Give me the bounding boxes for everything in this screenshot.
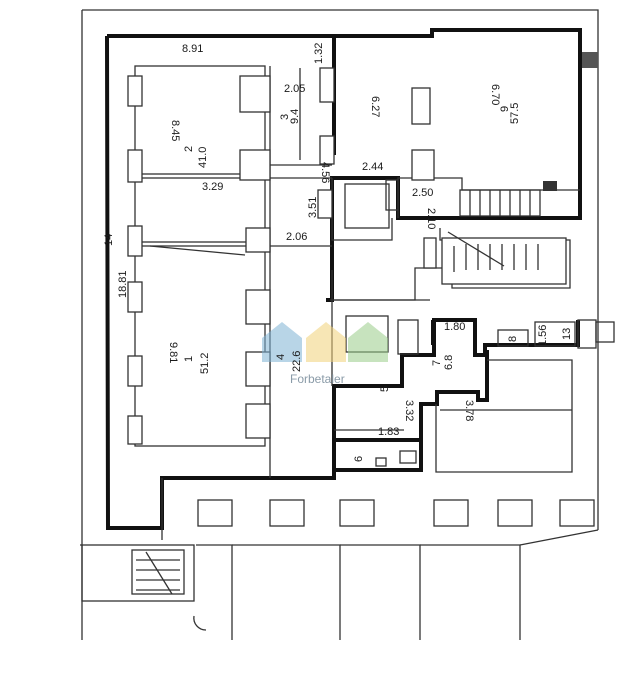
room-4-number: 4: [275, 354, 287, 360]
room-13-number: 13: [561, 328, 573, 340]
dim-2-10: 2.10: [425, 208, 437, 229]
sink-fixture: [399, 450, 417, 464]
room-1-number: 1: [183, 356, 195, 362]
dim-3-29: 3.29: [202, 181, 223, 193]
dim-18-81: 18.81: [117, 270, 129, 298]
stairs-lower-left: [81, 544, 207, 631]
room-9-area: 57.5: [509, 103, 521, 124]
hatched-block: [582, 52, 598, 68]
dim-9-81: 9.81: [167, 342, 179, 363]
dim-3-78: 3.78: [463, 400, 475, 421]
room-6-number: 6: [353, 456, 365, 462]
dim-14: 14: [103, 234, 115, 246]
dim-6-70: 6.70: [489, 84, 501, 105]
dim-2-05: 2.05: [284, 83, 305, 95]
dim-3-32: 3.32: [403, 400, 415, 421]
room-1-area: 51.2: [199, 353, 211, 374]
dim-8-45: 8.45: [169, 120, 181, 141]
room-labels: 2 41.0 3 9.4 9 57.5 1 51.2 4 22.6 7 6.8 …: [183, 103, 573, 462]
room-3-number: 3: [279, 114, 291, 120]
courtyard-outline: [196, 529, 599, 640]
room-9-number: 9: [499, 106, 511, 112]
dim-1-83: 1.83: [378, 426, 399, 438]
dimension-labels: 8.91 1.32 6.70 2.05 6.27 8.45 4.56 2.44 …: [103, 43, 549, 438]
room-5-number: 5: [379, 386, 391, 392]
dim-8-91: 8.91: [182, 43, 203, 55]
stairs-upper: [459, 181, 557, 217]
dim-4-56: 4.56: [319, 162, 331, 183]
dim-1-80: 1.80: [444, 321, 465, 333]
dim-2-50: 2.50: [412, 187, 433, 199]
toilet-fixture: [375, 457, 387, 467]
window-blocks: [127, 67, 595, 527]
dim-1-32: 1.32: [313, 43, 325, 64]
stairs-middle: [447, 231, 539, 272]
room-7-number: 7: [431, 360, 443, 366]
watermark-text: Forbetaler: [290, 372, 345, 386]
watermark-logo: [262, 322, 388, 362]
room-8-number: 8: [507, 336, 519, 342]
room-7-area: 6.8: [443, 355, 455, 370]
dim-6-27: 6.27: [369, 96, 381, 117]
room-3-area: 9.4: [289, 109, 301, 124]
room-2-area: 41.0: [197, 147, 209, 168]
dim-1-56: 1.56: [537, 325, 549, 346]
dim-3-51: 3.51: [307, 197, 319, 218]
dim-2-44: 2.44: [362, 161, 383, 173]
room-2-number: 2: [183, 146, 195, 152]
dim-2-06: 2.06: [286, 231, 307, 243]
room-4-area: 22.6: [291, 351, 303, 372]
